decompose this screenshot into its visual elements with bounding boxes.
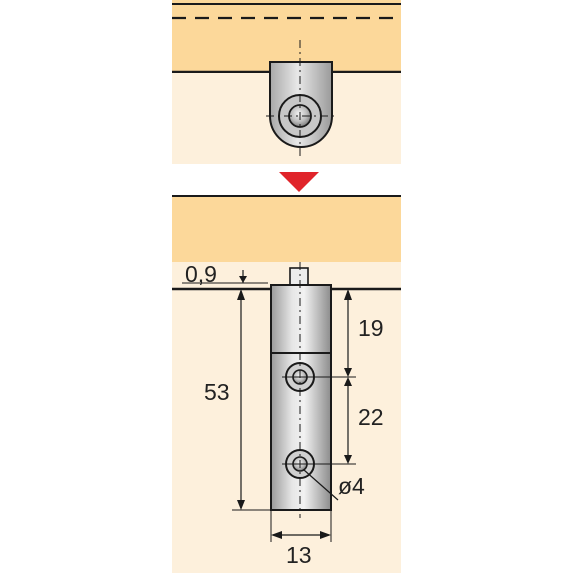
top-view-panel bbox=[172, 0, 401, 164]
dim-19-arrow-bottom bbox=[344, 368, 352, 377]
side-shelf bbox=[172, 196, 401, 262]
dim-dia-leader bbox=[303, 469, 339, 501]
dim-total-arrow-top bbox=[237, 289, 245, 300]
dim-19-label: 19 bbox=[358, 315, 384, 341]
bracket-upper-block bbox=[270, 284, 332, 354]
dim-width-arrow-right bbox=[320, 531, 331, 539]
dim-22-arrow-bottom bbox=[344, 455, 352, 464]
dim-dia-label: ø4 bbox=[338, 473, 365, 499]
dim-gap-label: 0,9 bbox=[185, 261, 217, 287]
dim-width-arrow-left bbox=[271, 531, 282, 539]
down-arrow-icon bbox=[279, 172, 319, 192]
dim-total-label: 53 bbox=[204, 379, 230, 405]
top-shelf bbox=[172, 0, 401, 72]
dim-22-label: 22 bbox=[358, 404, 384, 430]
dim-19-arrow-top bbox=[344, 289, 352, 300]
dim-gap-arrowhead bbox=[239, 276, 247, 283]
dim-width-label: 13 bbox=[286, 542, 312, 568]
dim-22-arrow-top bbox=[344, 377, 352, 386]
dim-total-arrow-bottom bbox=[237, 500, 245, 510]
side-view-panel: 0,9 53 19 22 ø4 13 bbox=[172, 195, 401, 573]
